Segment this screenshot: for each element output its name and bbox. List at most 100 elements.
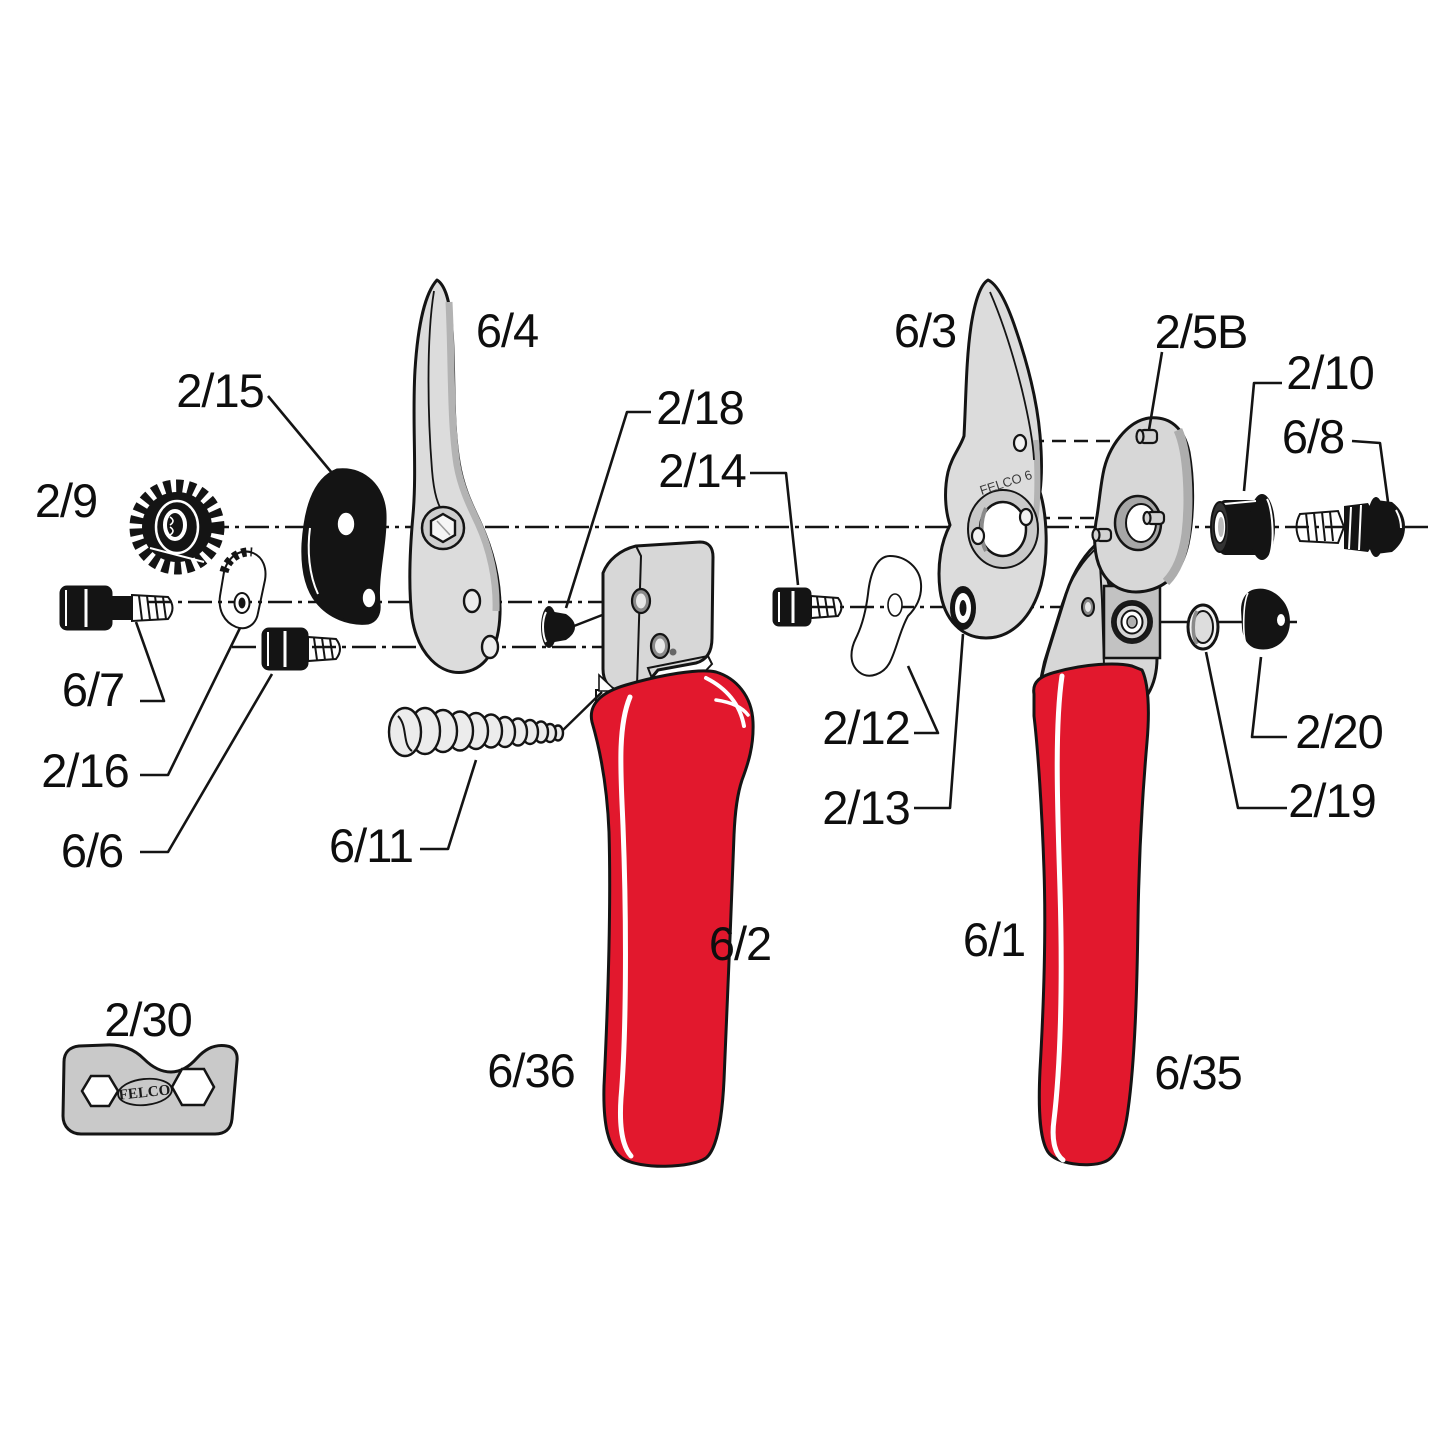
rivet-highlight — [542, 611, 547, 643]
wrench-body — [61, 1043, 239, 1136]
bolt-6-6 — [261, 627, 341, 671]
grip-highlight-cross — [714, 698, 750, 717]
bolt-thread-body — [131, 593, 174, 623]
part-labels: 2/15 6/4 2/9 6/7 2/16 6/6 6/11 2/18 2/14… — [35, 304, 1384, 1099]
pin-low-cap — [1091, 527, 1101, 543]
washer-2-13 — [950, 586, 976, 630]
blade-hole-lower — [480, 634, 500, 660]
blade-side-band — [445, 301, 500, 612]
leader-6-6 — [140, 673, 274, 854]
label-2-19: 2/19 — [1288, 774, 1375, 827]
bolt-thread-body — [307, 635, 341, 663]
bolt-threads — [313, 637, 334, 661]
cam-plate-body — [301, 468, 387, 625]
leader-2-5B — [1147, 351, 1164, 431]
bolt-thread-body — [1295, 509, 1346, 545]
gear-hole-threads — [169, 516, 174, 536]
bolt-thread-body — [810, 594, 843, 620]
toothed-segment-2-16 — [218, 547, 267, 630]
bushing-top-highlight — [1223, 500, 1257, 505]
wrench-brand-stamp: FELCO — [118, 1082, 171, 1103]
bolt-threads — [138, 595, 167, 621]
cam-body — [850, 554, 923, 677]
label-6-11: 6/11 — [329, 819, 413, 872]
washer-2-19 — [1186, 603, 1220, 651]
leader-2-15 — [267, 395, 333, 474]
label-2-15: 2/15 — [176, 364, 263, 417]
bolt-6-7 — [59, 585, 174, 631]
blade-edge-line — [989, 291, 1035, 461]
blade-hole-mid — [1018, 507, 1034, 527]
grip-highlight — [618, 694, 634, 1159]
handle-grip-red — [1032, 662, 1150, 1167]
wrench-hex-hole-left — [80, 1074, 120, 1108]
label-6-35: 6/35 — [1154, 1046, 1241, 1099]
bolt-threads — [816, 596, 837, 618]
bolt-collar-highlight — [1348, 504, 1362, 551]
label-2-20: 2/20 — [1295, 705, 1382, 758]
label-2-30: 2/30 — [104, 993, 191, 1046]
counter-blade-6-4 — [408, 278, 502, 674]
segment-hole-bore — [238, 597, 246, 609]
wrench-logo-oval — [117, 1077, 173, 1107]
head-hole-lower-bore — [655, 638, 665, 654]
head-pin-dot — [669, 648, 677, 656]
label-6-2: 6/2 — [709, 917, 771, 970]
head-hole-upper-bore — [636, 593, 646, 609]
washer-hole — [959, 600, 967, 616]
cam-plate-2-15 — [301, 468, 387, 625]
cam-2-12 — [850, 554, 923, 677]
label-6-4: 6/4 — [476, 304, 538, 357]
gear-facet-line — [149, 547, 205, 563]
label-2-5B: 2/5B — [1155, 305, 1248, 358]
adjustment-gear-2-9 — [129, 479, 225, 575]
volute-spring-6-11 — [387, 706, 565, 758]
gear-hole-bore — [167, 513, 183, 537]
label-6-8: 6/8 — [1282, 410, 1344, 463]
leader-2-20 — [1250, 656, 1287, 739]
blade-hole-upper — [462, 588, 482, 614]
bushing-2-10 — [1210, 494, 1275, 560]
label-2-12: 2/12 — [822, 701, 909, 754]
leader-6-8 — [1351, 439, 1390, 503]
wrench-2-30: FELCO — [61, 1043, 239, 1136]
bushing-bore-shade — [1218, 517, 1224, 537]
label-2-9: 2/9 — [35, 474, 97, 527]
bearing-center — [1126, 615, 1138, 629]
leader-lines — [134, 351, 1390, 854]
cam-plate-hole-top — [336, 511, 356, 537]
leader-2-12 — [906, 665, 940, 735]
handle-head — [601, 540, 715, 692]
label-6-3: 6/3 — [894, 304, 956, 357]
bolt-threads — [1305, 511, 1334, 542]
bolt-cap-highlight — [1395, 509, 1402, 529]
right-handle-6-1 — [1032, 416, 1195, 1167]
pin-mid-cap — [1142, 510, 1152, 526]
wrench-hex-hole-right — [170, 1067, 216, 1107]
label-2-18: 2/18 — [656, 381, 743, 434]
segment-teeth — [219, 547, 253, 574]
cushion-hole — [1275, 612, 1287, 628]
bolt-2-14 — [772, 587, 843, 627]
bushing-flange — [1249, 494, 1275, 560]
spring-coil-detail — [397, 715, 413, 752]
arm-hole-bore — [1085, 602, 1091, 612]
cam-plate-hole-bottom — [361, 587, 377, 609]
cutting-blade-6-3: FELCO 6 — [937, 278, 1048, 640]
head-side-band — [1162, 428, 1193, 586]
cushion-face-line — [1242, 592, 1249, 648]
label-2-14: 2/14 — [658, 444, 745, 497]
cam-hole — [887, 593, 903, 617]
ring-shade — [1191, 610, 1199, 645]
handle-grip-red — [589, 669, 755, 1168]
pins-2-5B — [1091, 428, 1166, 543]
blade-edge-line — [427, 290, 445, 516]
blade-side-band — [1032, 439, 1041, 523]
leader-2-13 — [914, 633, 965, 810]
hex-hole-shade — [436, 520, 451, 536]
label-6-7: 6/7 — [62, 663, 124, 716]
gear-chamfer-highlight — [154, 499, 200, 555]
label-6-1: 6/1 — [963, 913, 1025, 966]
cushion-body — [1241, 588, 1290, 650]
